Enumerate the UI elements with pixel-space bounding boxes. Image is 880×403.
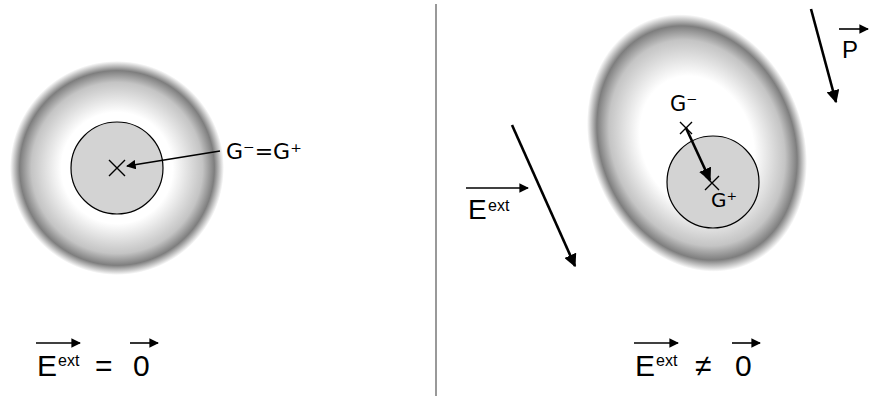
vector-arrow [732, 342, 760, 344]
vector-arrow [634, 342, 678, 344]
vector-arrow [36, 342, 80, 344]
field-symbol: E [37, 351, 57, 381]
zero-vector: 0 [735, 351, 752, 381]
nucleus [667, 136, 759, 228]
field-symbol: E [635, 351, 655, 381]
center-cross [705, 176, 719, 190]
centroid-label: G⁺ [711, 190, 737, 210]
field-arrow [512, 125, 575, 266]
vector-arrow [130, 342, 158, 344]
dipole-arrow [686, 128, 710, 180]
leader-arrow [127, 151, 220, 166]
polarization-symbol: P [842, 38, 858, 62]
vector-arrow [839, 28, 868, 30]
superscript: ext [488, 198, 509, 214]
divider [435, 4, 437, 396]
operator: = [95, 351, 113, 381]
center-cross [109, 160, 125, 176]
superscript: ext [58, 353, 79, 369]
superscript: ext [656, 353, 677, 369]
electron-cloud [10, 61, 224, 275]
field-symbol: E [468, 196, 487, 224]
vector-arrow [466, 187, 528, 189]
zero-vector: 0 [133, 351, 150, 381]
operator: ≠ [695, 351, 711, 381]
centroid-label: G⁻ [670, 94, 697, 115]
polarization-arrow [811, 9, 836, 102]
center-label: G⁻=G⁺ [226, 141, 302, 163]
electron-cloud [549, 0, 844, 305]
nucleus [71, 122, 163, 214]
